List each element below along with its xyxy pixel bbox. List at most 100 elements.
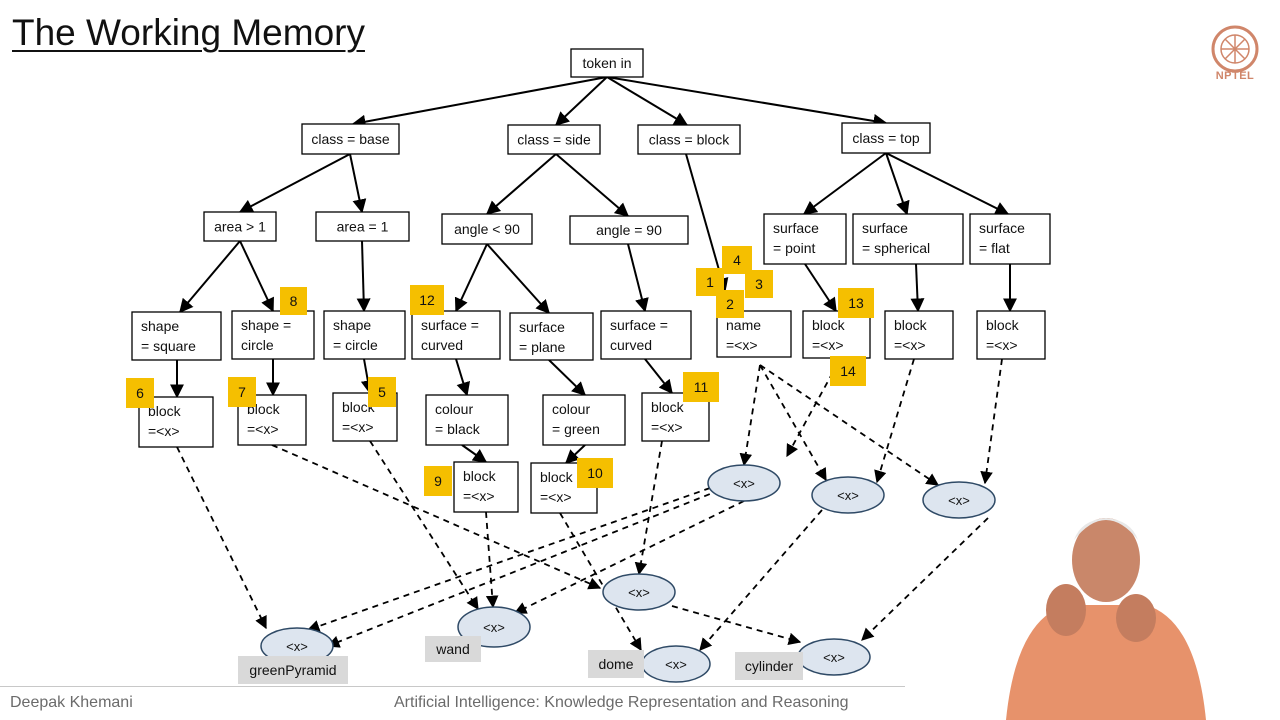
tree-edge [485, 153, 557, 215]
badge-14: 14 [830, 356, 866, 386]
node-box [301, 123, 400, 155]
tree-edge [356, 240, 371, 313]
node-label: block [651, 399, 685, 415]
node-cblock: class = block [637, 124, 741, 155]
node-label: area > 1 [214, 219, 266, 235]
badge-number: 9 [434, 473, 442, 489]
badge-box [410, 285, 444, 315]
tree-edge [461, 444, 488, 463]
tree-edge [606, 76, 888, 128]
node-box [453, 461, 519, 513]
node-name: name=<x> [716, 310, 792, 358]
dashed-edge [369, 440, 479, 611]
node-box [600, 310, 692, 360]
node-label: block [148, 403, 182, 419]
wme-ellipse [602, 573, 676, 611]
wme-e_mid: <x> [602, 573, 676, 611]
node-box [569, 215, 689, 245]
tree-edge [802, 152, 887, 215]
node-box [509, 312, 594, 361]
node-label: curved [610, 337, 652, 353]
object-label-bg [735, 652, 803, 680]
badge-box [830, 356, 866, 386]
object-label-bg [238, 656, 348, 684]
wme-e_gp: <x> [260, 627, 334, 665]
footer-course: Artificial Intelligence: Knowledge Repre… [394, 694, 849, 711]
node-label: surface [979, 220, 1025, 236]
wme-label: <x> [733, 476, 755, 491]
badge-box [722, 246, 752, 274]
object-label-bg [588, 650, 644, 678]
tree-edge [804, 263, 837, 313]
dashed-edge [326, 489, 721, 648]
dashed-edge [874, 358, 915, 484]
node-b9: block=<x> [453, 461, 519, 513]
badge-6: 6 [126, 378, 154, 408]
node-label: = spherical [862, 240, 930, 256]
node-label: block [894, 317, 928, 333]
node-box [542, 394, 626, 446]
speaker-video-icon [1006, 518, 1206, 720]
node-box [425, 394, 509, 446]
wme-label: <x> [837, 488, 859, 503]
node-label: curved [421, 337, 463, 353]
object-label-wand: wand [425, 636, 481, 662]
node-sf_cur2: surface =curved [600, 310, 692, 360]
badge-number: 11 [694, 379, 709, 395]
node-label: = square [141, 338, 196, 354]
node-label: block [812, 317, 846, 333]
dashed-edge [513, 500, 745, 614]
badge-box [228, 377, 256, 407]
node-label: =<x> [148, 423, 180, 439]
badge-box [838, 288, 874, 318]
badge-box [683, 372, 719, 402]
wme-e2: <x> [811, 476, 885, 514]
node-label: = black [435, 421, 481, 437]
badge-number: 3 [755, 276, 763, 292]
node-box [716, 310, 792, 358]
node-label: class = base [311, 131, 389, 147]
logo-text: NPTEL [1215, 70, 1255, 82]
slide-title: The Working Memory [12, 12, 365, 53]
node-label: block [342, 399, 376, 415]
badge-number: 7 [238, 384, 246, 400]
node-s_sph: surface= spherical [852, 213, 964, 265]
badge-box [280, 287, 307, 315]
footer-divider [0, 686, 905, 687]
node-label: class = side [517, 132, 591, 148]
node-col_gr: colour= green [542, 394, 626, 446]
node-label: =<x> [986, 337, 1018, 353]
badge-8: 8 [280, 287, 307, 315]
dashed-edge [786, 362, 839, 458]
node-label: surface [773, 220, 819, 236]
tree-edge [554, 76, 608, 126]
node-base: class = base [301, 123, 400, 155]
node-col_bl: colour= black [425, 394, 509, 446]
object-label-text: wand [435, 641, 469, 657]
object-label-text: cylinder [745, 658, 794, 674]
badge-4: 4 [722, 246, 752, 274]
dashed-edge [699, 509, 823, 651]
tree-edge [455, 358, 471, 397]
node-label: =<x> [726, 337, 758, 353]
node-label: =<x> [812, 337, 844, 353]
object-label-dome: dome [588, 650, 644, 678]
tree-edge [454, 243, 488, 313]
node-label: shape = [241, 317, 291, 333]
node-box [763, 213, 847, 265]
tree-edge [564, 444, 586, 464]
badge-9: 9 [424, 466, 452, 496]
node-label: = point [773, 240, 816, 256]
node-box [507, 124, 601, 155]
object-label-text: greenPyramid [249, 662, 336, 678]
badge-13: 13 [838, 288, 874, 318]
tree-edge [606, 76, 689, 126]
badge-number: 14 [840, 363, 856, 379]
tree-edge [885, 152, 1010, 215]
node-a_gt1: area > 1 [203, 211, 277, 242]
tree-edge [179, 240, 241, 314]
dashed-edge [306, 487, 711, 633]
node-box [231, 310, 315, 360]
badge-box [368, 377, 396, 407]
